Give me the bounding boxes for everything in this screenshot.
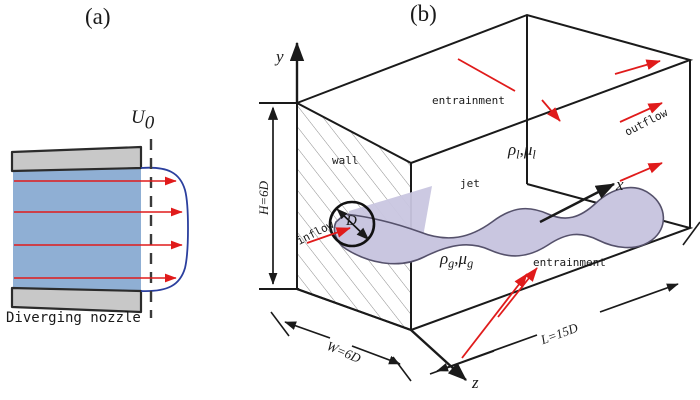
mu-liquid-subscript: l <box>532 147 536 162</box>
entrainment-arrow-top-right <box>541 99 561 122</box>
u0-label: U0 <box>131 108 154 132</box>
mu-liquid-symbol: μ <box>523 140 533 159</box>
liquid-properties-label: ρl,μl <box>508 141 536 161</box>
entrainment-label-bottom: entrainment <box>533 256 606 269</box>
gas-properties-label: ρg,μg <box>440 250 473 270</box>
x-axis-label: x <box>616 175 624 194</box>
liquid-props-separator: , <box>519 140 524 159</box>
nozzle-inlet-circle <box>328 200 376 248</box>
velocity-profile-curve <box>140 166 189 292</box>
outflow-arrow-1 <box>614 59 661 75</box>
diameter-arrow <box>336 208 370 241</box>
w-dim-tick-a <box>270 311 290 337</box>
wall-label: wall <box>332 154 359 167</box>
nozzle-plate-lower <box>10 286 143 314</box>
w-dim-tick-b <box>392 356 412 382</box>
nozzle-fluid-region <box>13 168 141 291</box>
panel-a-tag: (a) <box>85 4 111 29</box>
l-dim-line-left <box>429 350 495 375</box>
l-dim-tick-right <box>682 221 700 246</box>
panel-a-caption: Diverging nozzle <box>6 310 141 326</box>
diameter-label: D <box>346 213 357 229</box>
z-axis <box>410 329 467 381</box>
y-axis-label: y <box>276 47 284 66</box>
outflow-arrow-3 <box>619 162 663 182</box>
box-edge-floor-left <box>296 288 412 331</box>
u0-symbol: U <box>131 107 145 128</box>
rho-liquid-symbol: ρ <box>508 140 517 159</box>
outflow-arrow-2 <box>619 102 663 123</box>
entrainment-arrow-bottom <box>461 273 528 359</box>
height-dimension-label: H=6D <box>256 180 271 215</box>
panel-b-graphics <box>259 13 700 382</box>
jet-body <box>333 186 665 265</box>
w-dim-arrow-right <box>351 345 401 365</box>
z-axis-label: z <box>472 373 479 392</box>
entrainment-arrow-top-left <box>457 58 516 92</box>
u0-subscript: 0 <box>144 112 155 134</box>
rho-gas-subscript: g <box>448 256 455 271</box>
panel-a-graphics <box>10 139 189 318</box>
rho-gas-symbol: ρ <box>440 249 449 268</box>
x-axis <box>539 182 616 224</box>
rho-liquid-subscript: l <box>516 147 520 162</box>
jet-label: jet <box>460 177 480 190</box>
mu-gas-symbol: μ <box>458 249 468 268</box>
inflow-arrow <box>306 227 351 244</box>
l-dim-arrow-right <box>599 283 679 313</box>
entrainment-arrow-bottom-2 <box>497 267 538 318</box>
entrainment-label-top: entrainment <box>432 94 505 107</box>
gas-props-separator: , <box>454 249 459 268</box>
w-dim-arrow-left <box>284 321 331 339</box>
mu-gas-subscript: g <box>467 256 474 271</box>
nozzle-plate-upper <box>10 145 143 173</box>
panel-b-tag: (b) <box>410 1 437 26</box>
